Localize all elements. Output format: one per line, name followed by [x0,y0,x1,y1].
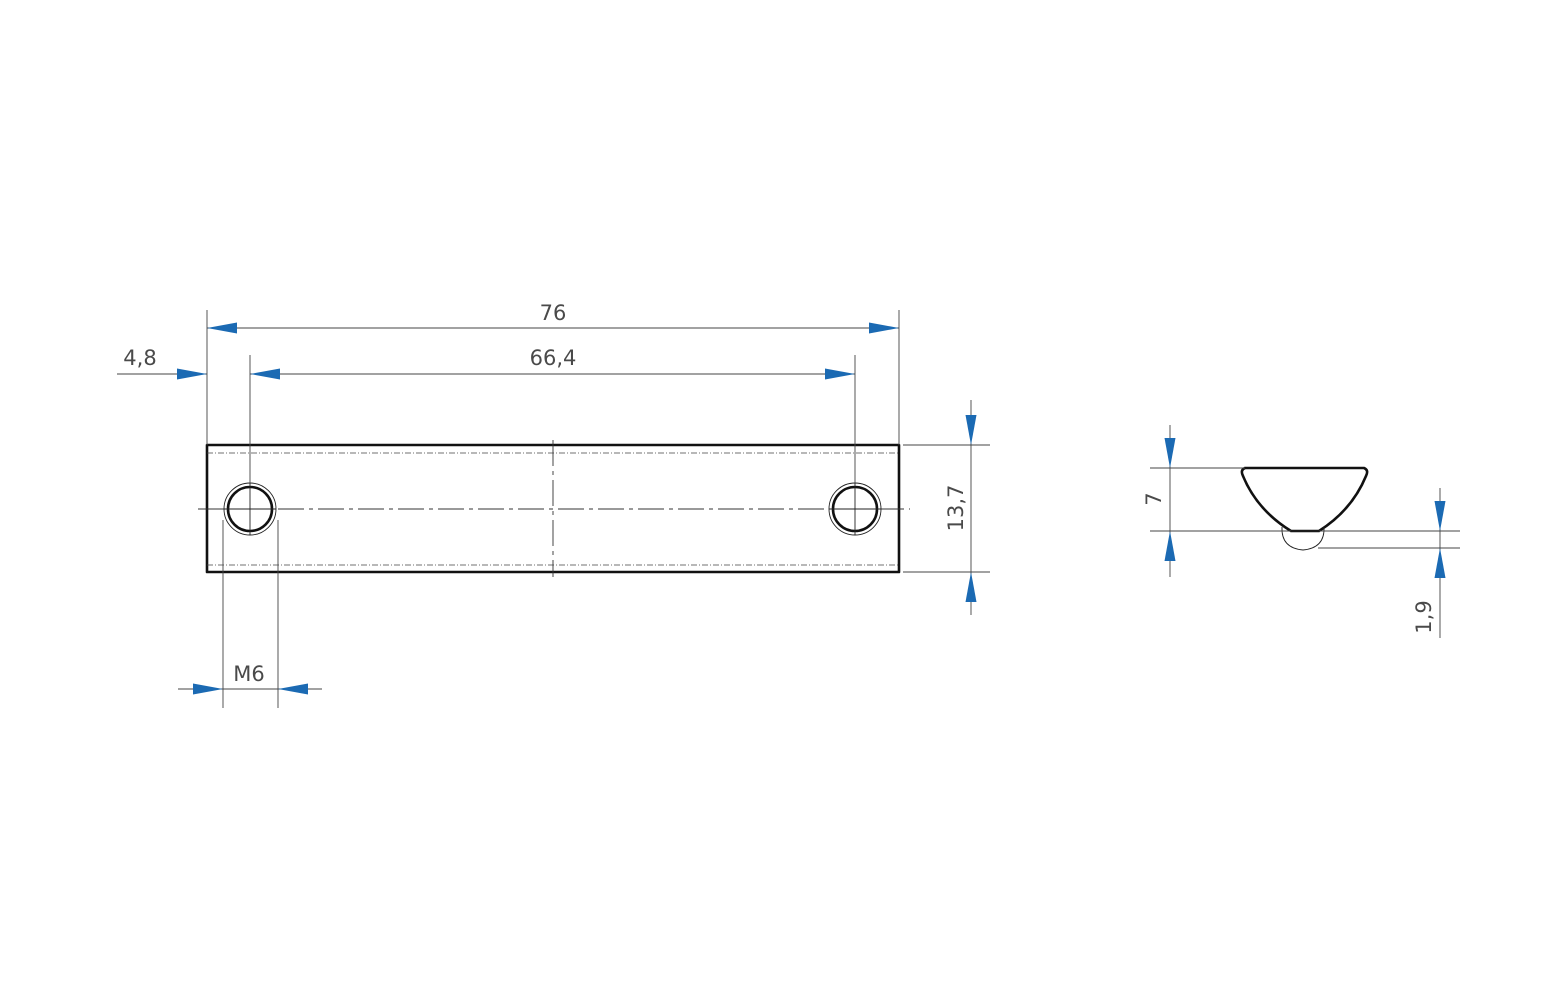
dim-label-thread: M6 [233,662,264,686]
arrow [193,683,223,695]
hole-left [223,482,277,536]
dim-height: 13,7 [903,400,990,615]
dim-label-edge-offset: 4,8 [123,346,156,370]
arrow [965,415,977,445]
arrow [1434,548,1446,578]
dim-label-side-offset: 1,9 [1412,600,1436,633]
arrow [1434,501,1446,531]
front-view: 76 66,4 4,8 13,7 [117,301,990,708]
dim-label-hole-spacing: 66,4 [530,346,577,370]
arrow [965,572,977,602]
dim-label-side-height: 7 [1142,492,1166,505]
arrow [250,368,280,380]
arrow [1164,531,1176,561]
arrow [1164,438,1176,468]
nut-bottom-boss [1281,526,1325,551]
dim-label-overall-length: 76 [540,301,567,325]
arrow [207,322,237,334]
dim-side-offset: 1,9 [1318,488,1460,638]
side-view: 7 1,9 [1142,425,1460,638]
dim-side-height: 7 [1142,425,1291,577]
dim-thread: M6 [178,520,322,708]
dim-label-height: 13,7 [944,485,968,532]
nut-profile [1240,466,1369,533]
dim-edge-offset: 4,8 [117,346,207,380]
arrow [869,322,899,334]
hole-right [828,482,882,536]
arrow [825,368,855,380]
dim-hole-spacing: 66,4 [249,346,856,483]
dim-overall-length: 76 [206,301,900,445]
arrow [278,683,308,695]
arrow [177,368,207,380]
